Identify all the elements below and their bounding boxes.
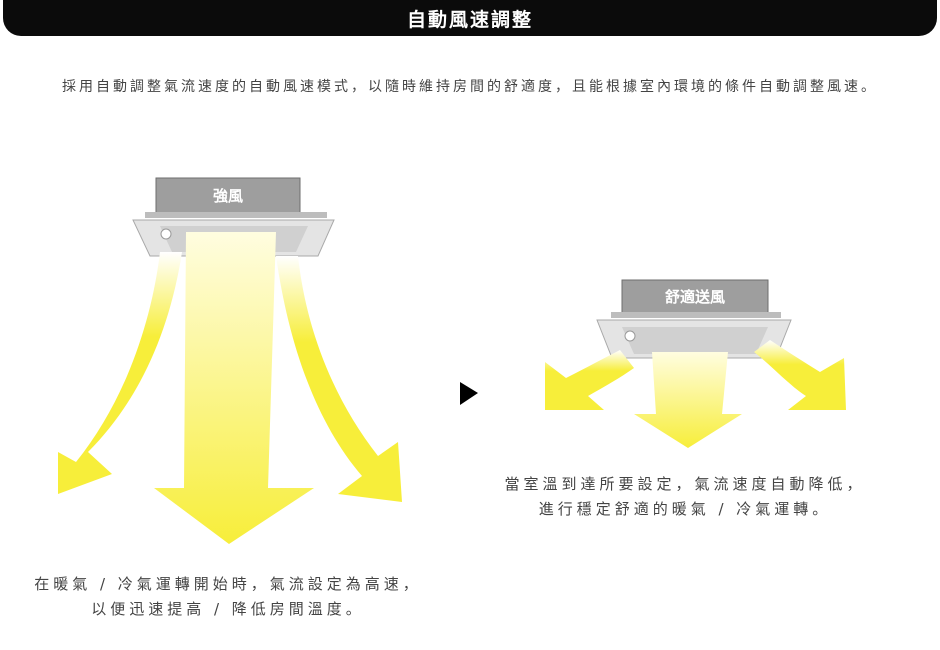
caption-line: 進行穩定舒適的暖氣 / 冷氣運轉。 [538,500,832,518]
airflow-arrow-right [276,256,402,502]
caption-line: 在暖氣 / 冷氣運轉開始時，氣流設定為高速， [34,575,422,593]
airflow-arrow-right [754,340,846,410]
unit-flange [611,312,781,318]
unit-grille [622,327,768,354]
strong-wind-label: 強風 [213,187,243,205]
unit-flange [145,212,327,218]
page-title: 自動風速調整 [406,8,533,31]
caption-line: 當室溫到達所要設定，氣流速度自動降低， [504,475,866,493]
play-triangle-icon [460,382,478,405]
unit-sensor-icon [160,228,172,240]
comfort-wind-caption: 當室溫到達所要設定，氣流速度自動降低， 進行穩定舒適的暖氣 / 冷氣運轉。 [480,472,890,522]
comfort-wind-unit: 舒適送風 [596,279,792,359]
unit-housing [155,177,301,215]
airflow-arrow-left [58,252,182,494]
caption-line: 以便迅速提高 / 降低房間溫度。 [91,600,365,618]
comfort-wind-label: 舒適送風 [665,288,725,306]
airflow-arrow-center [634,352,742,448]
airflow-arrow-left [545,350,634,410]
intro-text: 採用自動調整氣流速度的自動風速模式，以隨時維持房間的舒適度，且能根據室內環境的條… [62,79,878,95]
title-bar: 自動風速調整 [3,0,937,36]
strong-wind-caption: 在暖氣 / 冷氣運轉開始時，氣流設定為高速， 以便迅速提高 / 降低房間溫度。 [0,572,456,622]
unit-sensor-icon [624,330,636,342]
unit-housing [621,279,769,315]
airflow-arrow-center [154,232,314,544]
